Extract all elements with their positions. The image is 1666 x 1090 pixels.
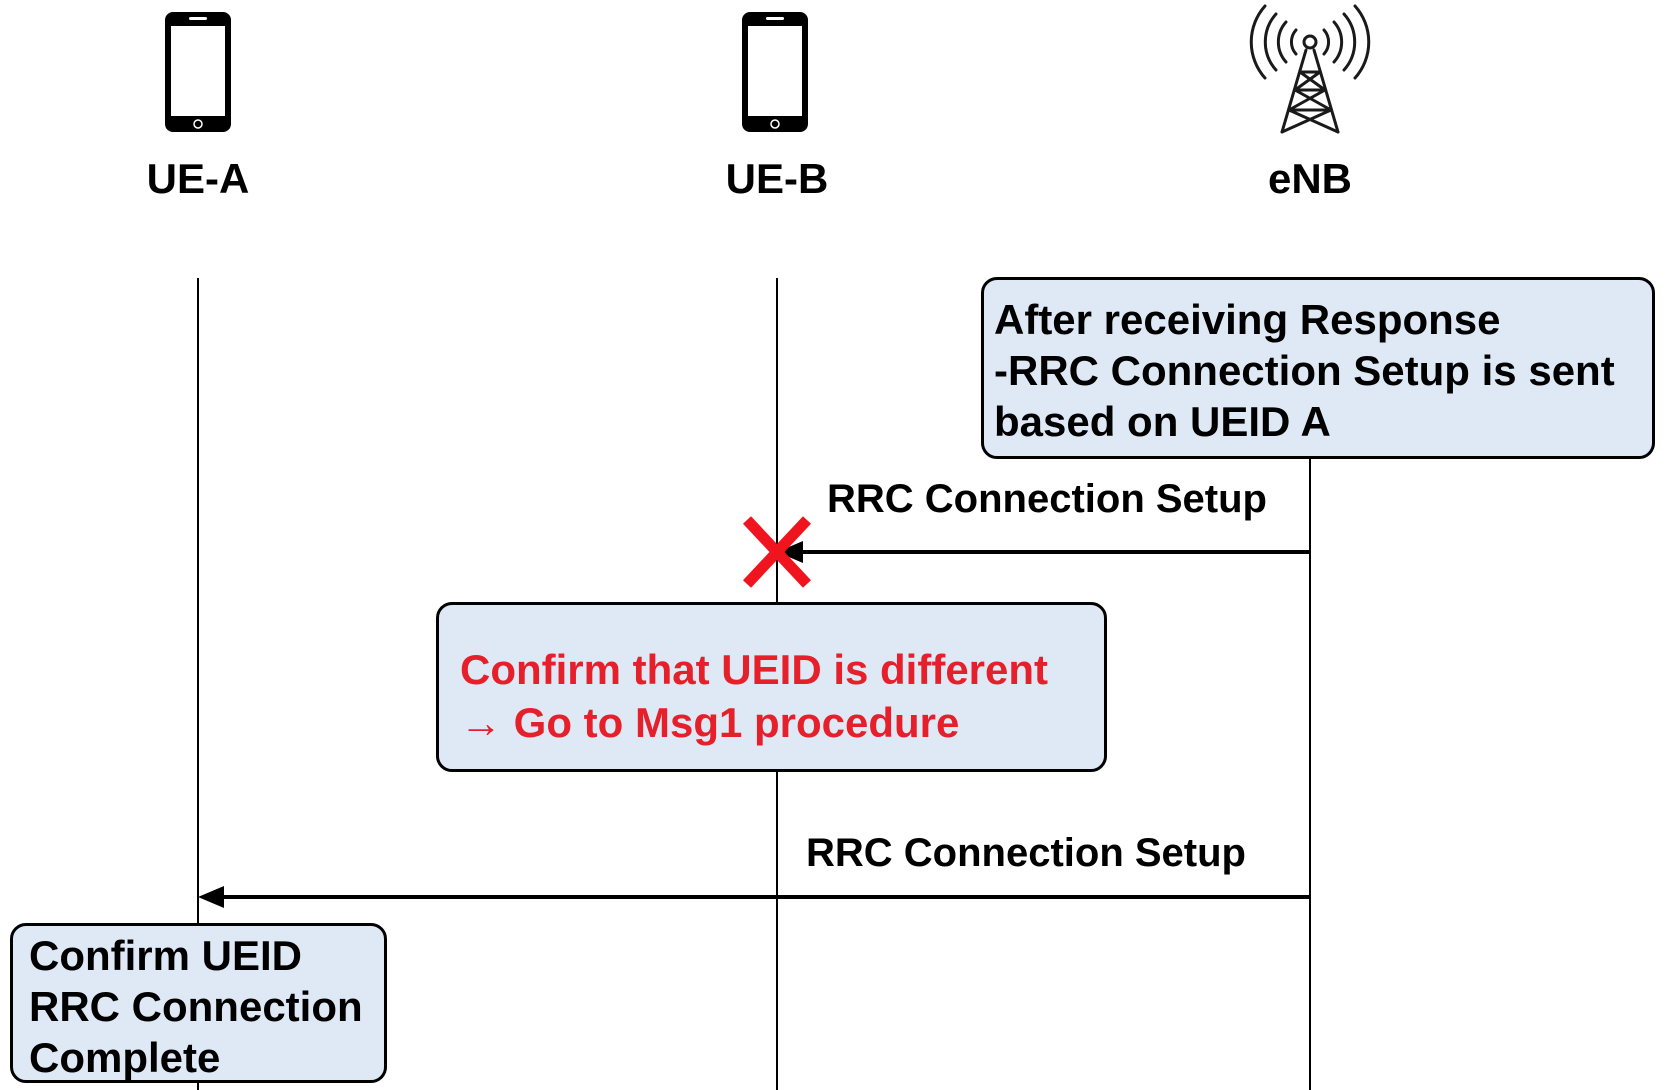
note-line: Complete xyxy=(29,1034,221,1081)
note-line: → Go to Msg1 procedure xyxy=(460,699,960,746)
smartphone-icon xyxy=(742,12,808,132)
actor-label-enb: eNB xyxy=(1267,155,1353,202)
note-line: Confirm that UEID is different xyxy=(460,646,1049,693)
cross-icon xyxy=(742,516,812,588)
note-enb-response: After receiving Response -RRC Connection… xyxy=(981,277,1655,459)
message-arrow-1 xyxy=(777,541,1310,563)
note-confirm-ueid: Confirm UEID RRC Connection Complete xyxy=(10,923,387,1083)
actor-label-ue-b: UE-B xyxy=(725,155,829,202)
message-arrow-2 xyxy=(198,886,1310,908)
note-ueid-different: Confirm that UEID is different → Go to M… xyxy=(436,602,1107,772)
note-line: After receiving Response xyxy=(994,296,1501,343)
radio-tower-icon xyxy=(1249,4,1371,134)
actor-label-ue-a: UE-A xyxy=(146,155,250,202)
note-line: Confirm UEID xyxy=(29,932,302,979)
note-line: based on UEID A xyxy=(994,398,1331,445)
message-label-2: RRC Connection Setup xyxy=(806,831,1246,875)
note-line: -RRC Connection Setup is sent xyxy=(994,347,1615,394)
message-label-1: RRC Connection Setup xyxy=(827,477,1267,521)
note-line: RRC Connection xyxy=(29,983,363,1030)
smartphone-icon xyxy=(165,12,231,132)
